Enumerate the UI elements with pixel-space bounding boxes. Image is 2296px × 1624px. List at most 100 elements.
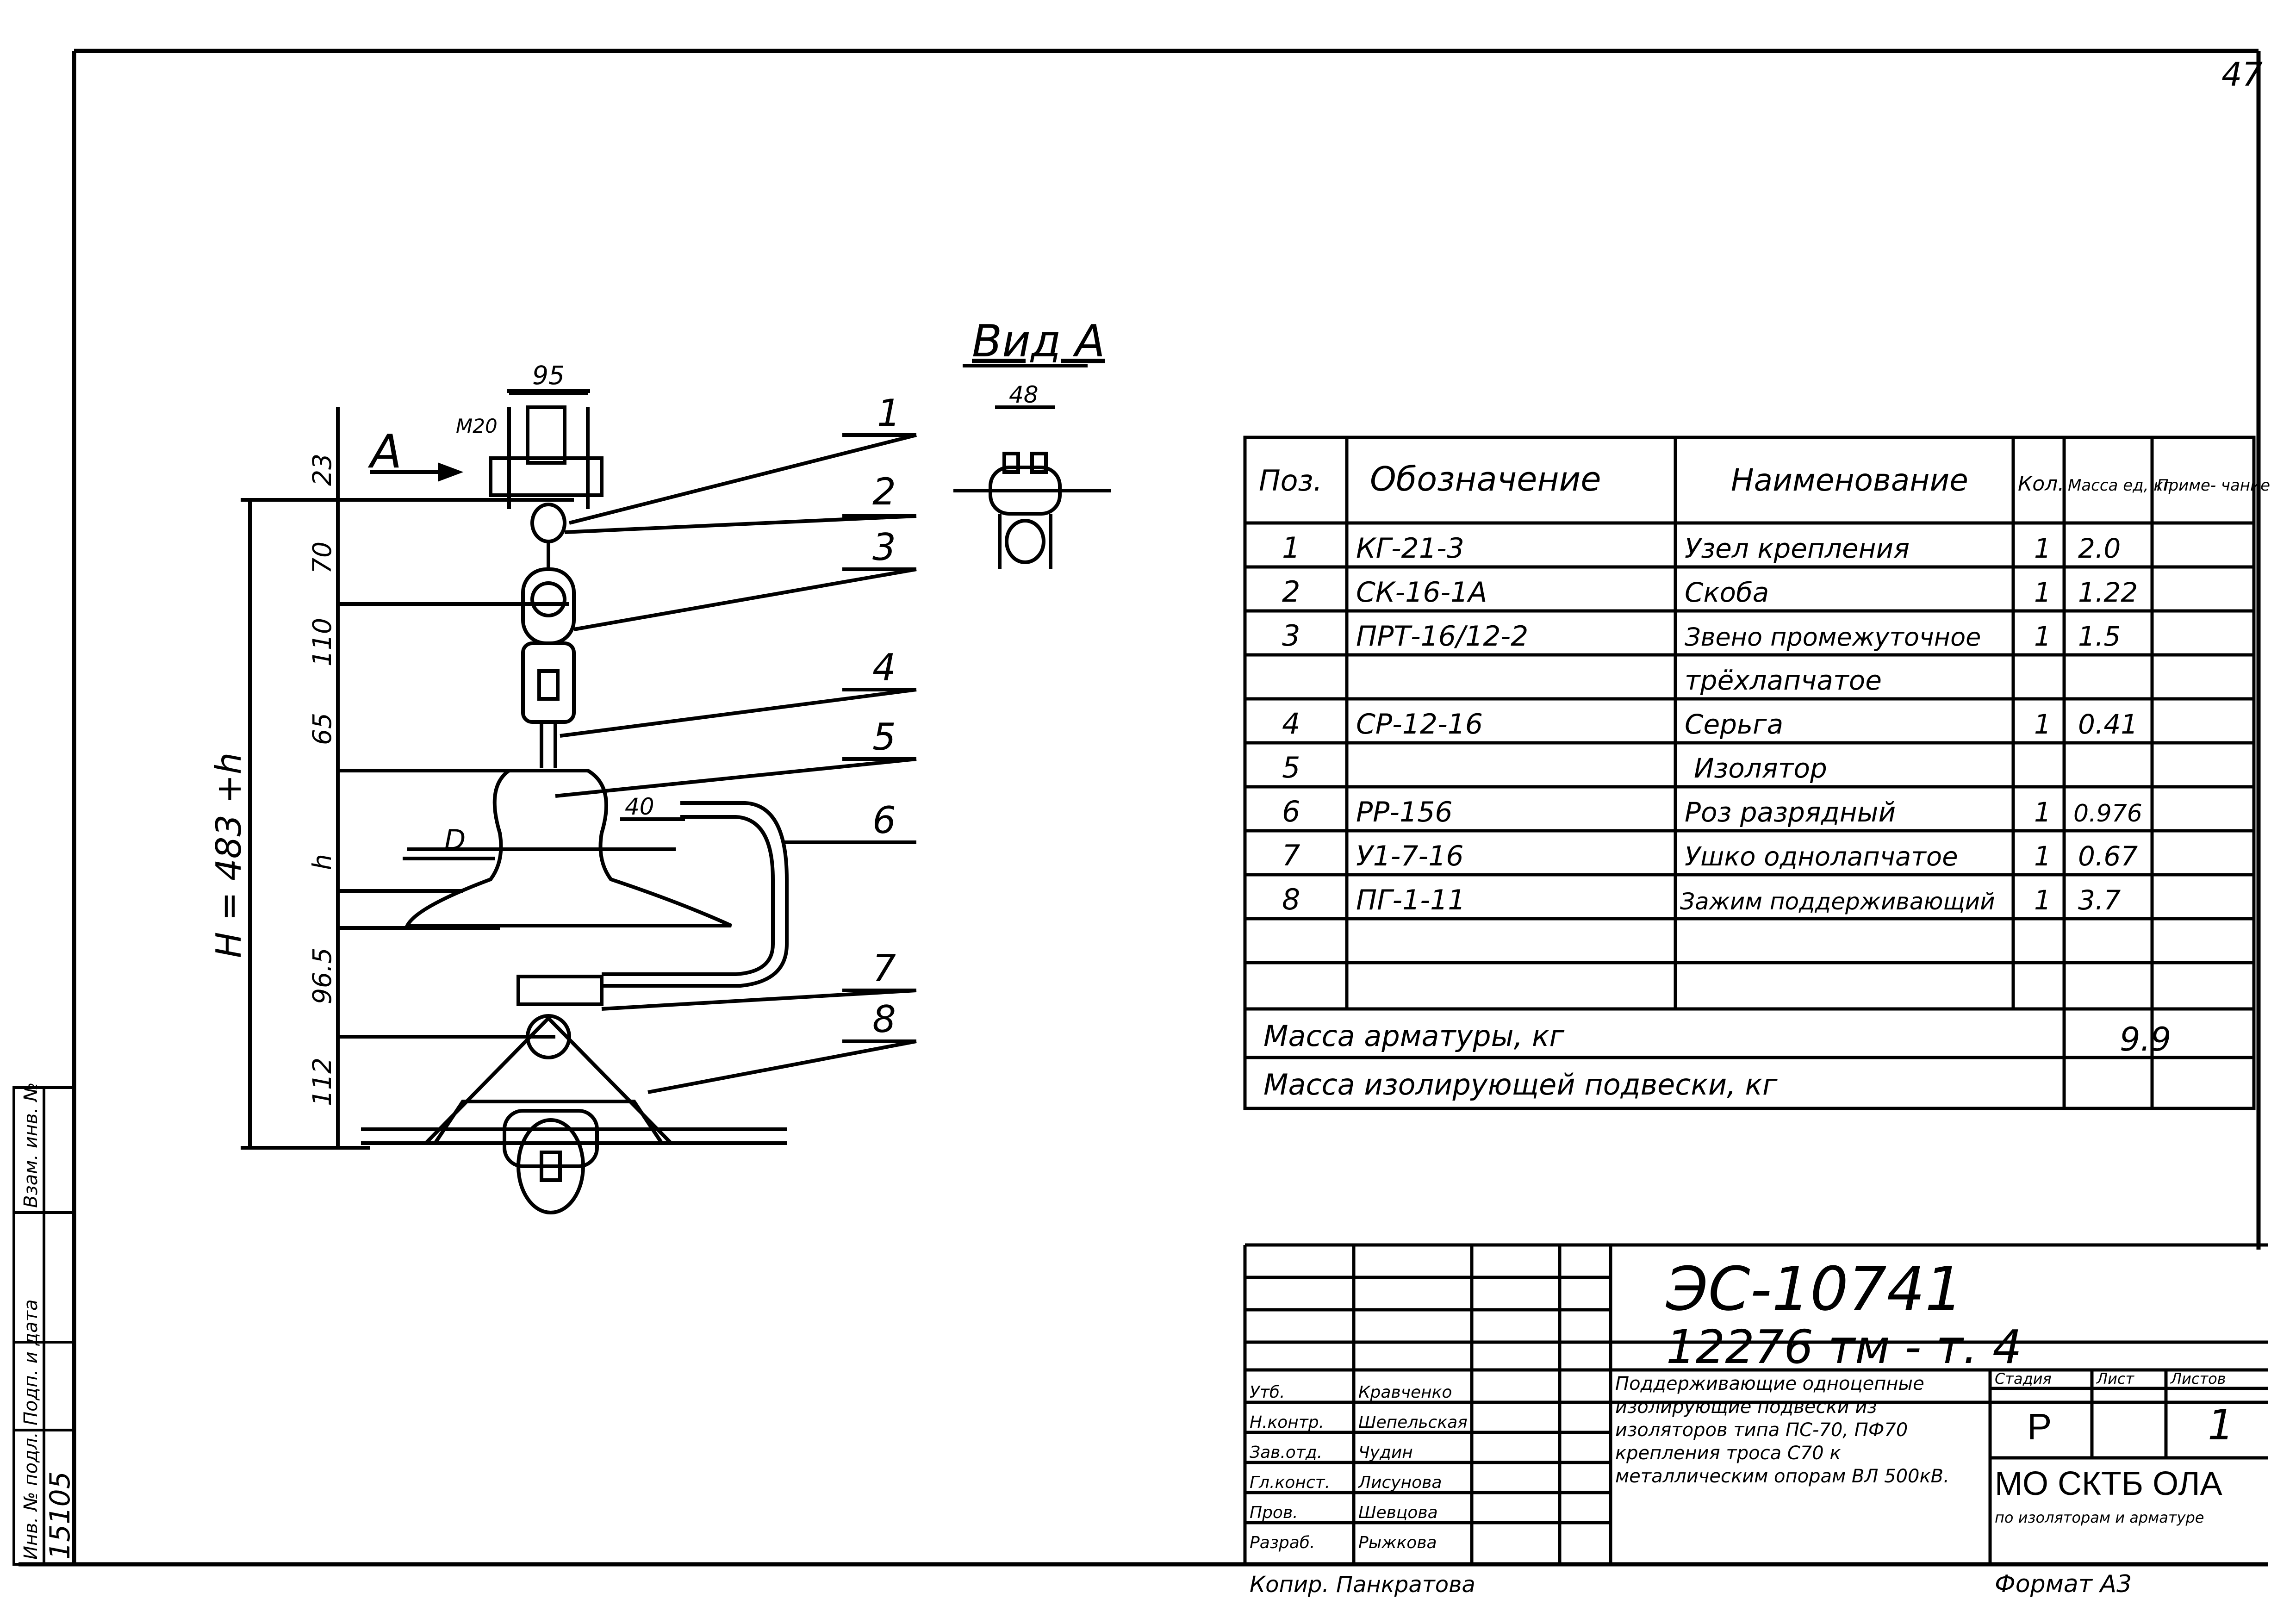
- stamp-label-replace: Взам. инв. №: [20, 1082, 42, 1208]
- sheets-label: Листов: [2170, 1370, 2226, 1388]
- title-description: Поддерживающие одноцепные изолирующие по…: [1615, 1373, 1949, 1487]
- total-armature-label: Масса арматуры, кг: [1263, 1019, 1564, 1053]
- spec-table-text: Поз. Обозначение Наименование Кол. Масса…: [1259, 460, 2270, 1101]
- row-pos: 3: [1282, 619, 1300, 653]
- row-qty: 1: [2034, 533, 2051, 564]
- dim-96-5: 96.5: [307, 948, 337, 1004]
- header-pos: Поз.: [1259, 464, 1322, 498]
- view-a-drawing: [953, 364, 1111, 569]
- sheet-label: Лист: [2096, 1370, 2134, 1388]
- name-norm-control: Шепельская: [1358, 1413, 1468, 1432]
- callout-4: 4: [872, 646, 896, 689]
- role-checked: Пров.: [1250, 1503, 1298, 1522]
- view-a-title: Вид А: [972, 316, 1105, 367]
- row-name: трёхлапчатое: [1685, 665, 1882, 696]
- dim-total-height: H = 483 +h: [208, 753, 249, 958]
- name-developed: Рыжкова: [1358, 1533, 1437, 1552]
- header-mass: Масса ед, кг: [2068, 476, 2172, 495]
- dim-70: 70: [307, 541, 337, 574]
- spec-row: 7 У1-7-16 Ушко однолапчатое 1 0.67: [1282, 839, 2138, 872]
- row-mass: 0.41: [2078, 709, 2138, 740]
- role-norm-control: Н.контр.: [1250, 1413, 1324, 1432]
- callout-3: 3: [872, 526, 896, 569]
- header-qty: Кол.: [2018, 472, 2064, 496]
- row-designation: СР-12-16: [1356, 708, 1483, 740]
- row-mass: 1.5: [2078, 621, 2121, 652]
- callout-7: 7: [872, 947, 896, 990]
- title-block-grid: [1243, 1243, 2268, 1564]
- spec-row: трёхлапчатое: [1685, 665, 1882, 696]
- row-name: Зажим поддерживающий: [1680, 888, 1995, 915]
- row-designation: ПРТ-16/12-2: [1356, 620, 1528, 653]
- title-block-text: ЭС-10741 12276 тм - т. 4 Утб. Н.контр. З…: [1250, 1254, 2234, 1598]
- dim-top-width: 95: [532, 361, 565, 390]
- row-mass: 2.0: [2078, 533, 2121, 564]
- copied-by: Копир. Панкратова: [1250, 1572, 1475, 1598]
- spec-row: 6 РР-156 Роз разрядный 1 0.976: [1282, 795, 2142, 828]
- callout-8: 8: [872, 998, 896, 1041]
- stage-label: Стадия: [1995, 1370, 2052, 1388]
- row-designation: КГ-21-3: [1356, 532, 1464, 565]
- callout-1: 1: [877, 392, 901, 435]
- row-mass: 0.67: [2078, 840, 2138, 872]
- row-name: Звено промежуточное: [1685, 622, 1981, 652]
- row-designation: РР-156: [1356, 796, 1453, 828]
- role-approved: Утб.: [1250, 1383, 1285, 1402]
- doc-code: ЭС-10741: [1666, 1254, 1963, 1324]
- row-pos: 6: [1282, 795, 1300, 828]
- stamp-label-inv: Инв. № подл.: [20, 1432, 42, 1560]
- stamp-label-sign: Подп. и дата: [20, 1300, 42, 1425]
- row-mass: 1.22: [2078, 577, 2138, 608]
- sheet-format: Формат А3: [1995, 1570, 2132, 1598]
- description-box: Поддерживающие одноцепные изолирующие по…: [1615, 1373, 1949, 1487]
- stamp-inv-value: 15105: [44, 1471, 76, 1560]
- header-designation: Обозначение: [1370, 460, 1601, 498]
- dim-offset: 40: [625, 793, 654, 820]
- row-mass: 0.976: [2073, 800, 2142, 828]
- row-designation: У1-7-16: [1356, 840, 1464, 872]
- row-name: Ушко однолапчатое: [1685, 842, 1958, 872]
- row-qty: 1: [2034, 621, 2051, 652]
- row-name: Серьга: [1685, 709, 1783, 740]
- row-pos: 1: [1282, 531, 1300, 565]
- row-qty: 1: [2034, 884, 2051, 916]
- header-note: Приме- чание: [2157, 476, 2270, 495]
- bolt-label: М20: [456, 415, 498, 437]
- page-number: 47: [2221, 56, 2263, 93]
- row-qty: 1: [2034, 577, 2051, 608]
- row-pos: 5: [1282, 751, 1300, 784]
- row-pos: 4: [1282, 707, 1300, 740]
- spec-row: 5 Изолятор: [1282, 751, 1827, 784]
- callout-5: 5: [872, 716, 896, 759]
- row-name: Изолятор: [1694, 753, 1827, 784]
- row-pos: 2: [1282, 575, 1300, 609]
- spec-row: 8 ПГ-1-11 Зажим поддерживающий 1 3.7: [1282, 883, 2121, 916]
- header-name: Наименование: [1731, 462, 1968, 498]
- total-armature-value: 9.9: [2120, 1020, 2171, 1058]
- row-name: Узел крепления: [1685, 533, 1910, 564]
- drawing-labels: Вид А 48 А М20 95 23 70 110 65 h 96.5 11…: [208, 316, 1105, 1106]
- dim-diameter: D: [444, 824, 466, 856]
- name-chief-designer: Лисунова: [1357, 1473, 1442, 1492]
- spec-row: 2 СК-16-1А Скоба 1 1.22: [1282, 575, 2138, 609]
- insulator-assembly-drawing: [241, 389, 917, 1214]
- dim-23: 23: [307, 454, 337, 486]
- dim-65: 65: [307, 713, 337, 745]
- row-pos: 8: [1282, 883, 1300, 916]
- row-qty: 1: [2034, 796, 2051, 828]
- spec-row: 3 ПРТ-16/12-2 Звено промежуточное 1 1.5: [1282, 619, 2121, 653]
- spec-row: 4 СР-12-16 Серьга 1 0.41: [1282, 707, 2138, 740]
- doc-number: 12276 тм - т. 4: [1666, 1320, 2022, 1374]
- name-approved: Кравченко: [1358, 1383, 1452, 1402]
- org-name: МО СКТБ ОЛА: [1995, 1465, 2222, 1502]
- sheets-value: 1: [2208, 1401, 2234, 1450]
- section-mark: А: [367, 424, 402, 479]
- row-qty: 1: [2034, 840, 2051, 872]
- role-developed: Разраб.: [1250, 1533, 1315, 1552]
- row-name: Роз разрядный: [1685, 796, 1896, 828]
- callout-2: 2: [872, 470, 896, 513]
- role-dept-head: Зав.отд.: [1250, 1443, 1322, 1462]
- role-chief-designer: Гл.конст.: [1250, 1473, 1330, 1492]
